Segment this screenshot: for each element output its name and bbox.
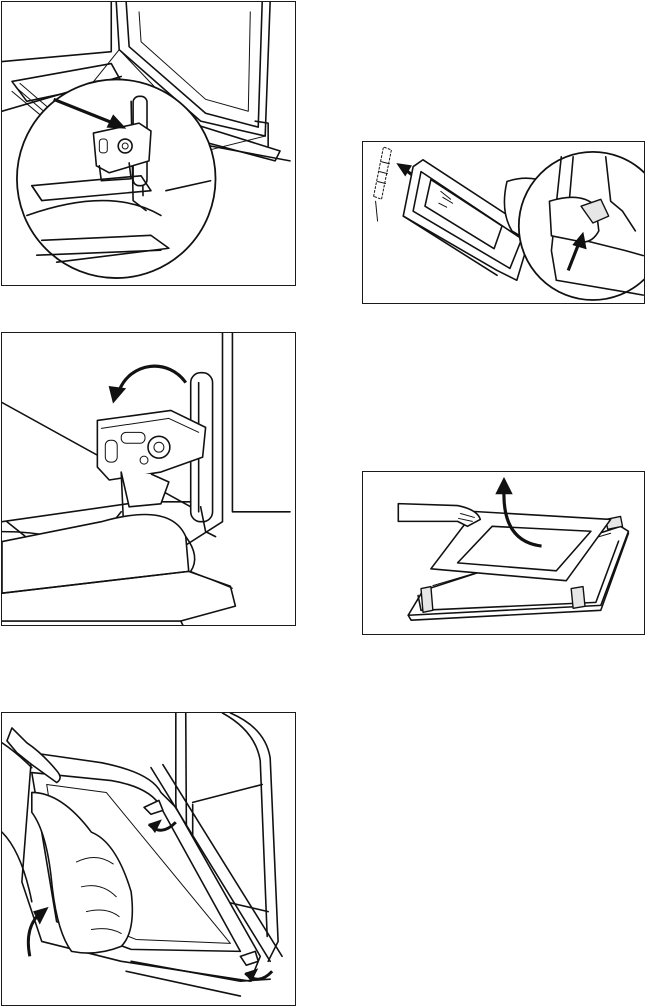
door-lift-off-icon bbox=[2, 713, 295, 1005]
glass-panel-removal-icon bbox=[363, 472, 644, 634]
door-trim-removal-icon bbox=[363, 142, 644, 303]
hinge-lever-release-figure bbox=[1, 1, 296, 286]
door-lift-off-figure bbox=[1, 712, 296, 1006]
hinge-lever-rotate-icon bbox=[2, 333, 295, 625]
door-trim-removal-figure bbox=[362, 141, 645, 304]
glass-panel-removal-figure bbox=[362, 471, 645, 635]
hinge-lever-rotate-figure bbox=[1, 332, 296, 626]
hinge-lever-release-icon bbox=[2, 2, 295, 285]
